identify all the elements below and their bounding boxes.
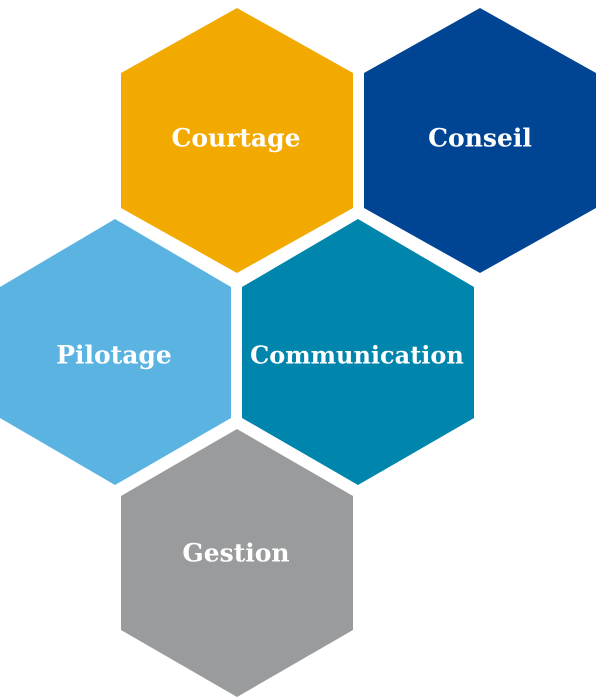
hex-conseil: Conseil [364,8,596,273]
hex-gestion-shape [121,429,353,697]
hex-pilotage-label: Pilotage [56,341,172,370]
hex-communication-label: Communication [250,341,464,370]
hex-courtage-label: Courtage [171,124,300,153]
hex-gestion-label: Gestion [182,539,289,568]
hex-gestion: Gestion [121,429,353,697]
hex-pilotage-shape [0,219,231,485]
hex-courtage-shape [121,8,353,273]
hex-pilotage: Pilotage [0,219,231,485]
hex-conseil-shape [364,8,596,273]
hex-communication: Communication [242,219,474,485]
hex-communication-shape [242,219,474,485]
hex-courtage: Courtage [121,8,353,273]
hex-conseil-label: Conseil [428,124,532,153]
